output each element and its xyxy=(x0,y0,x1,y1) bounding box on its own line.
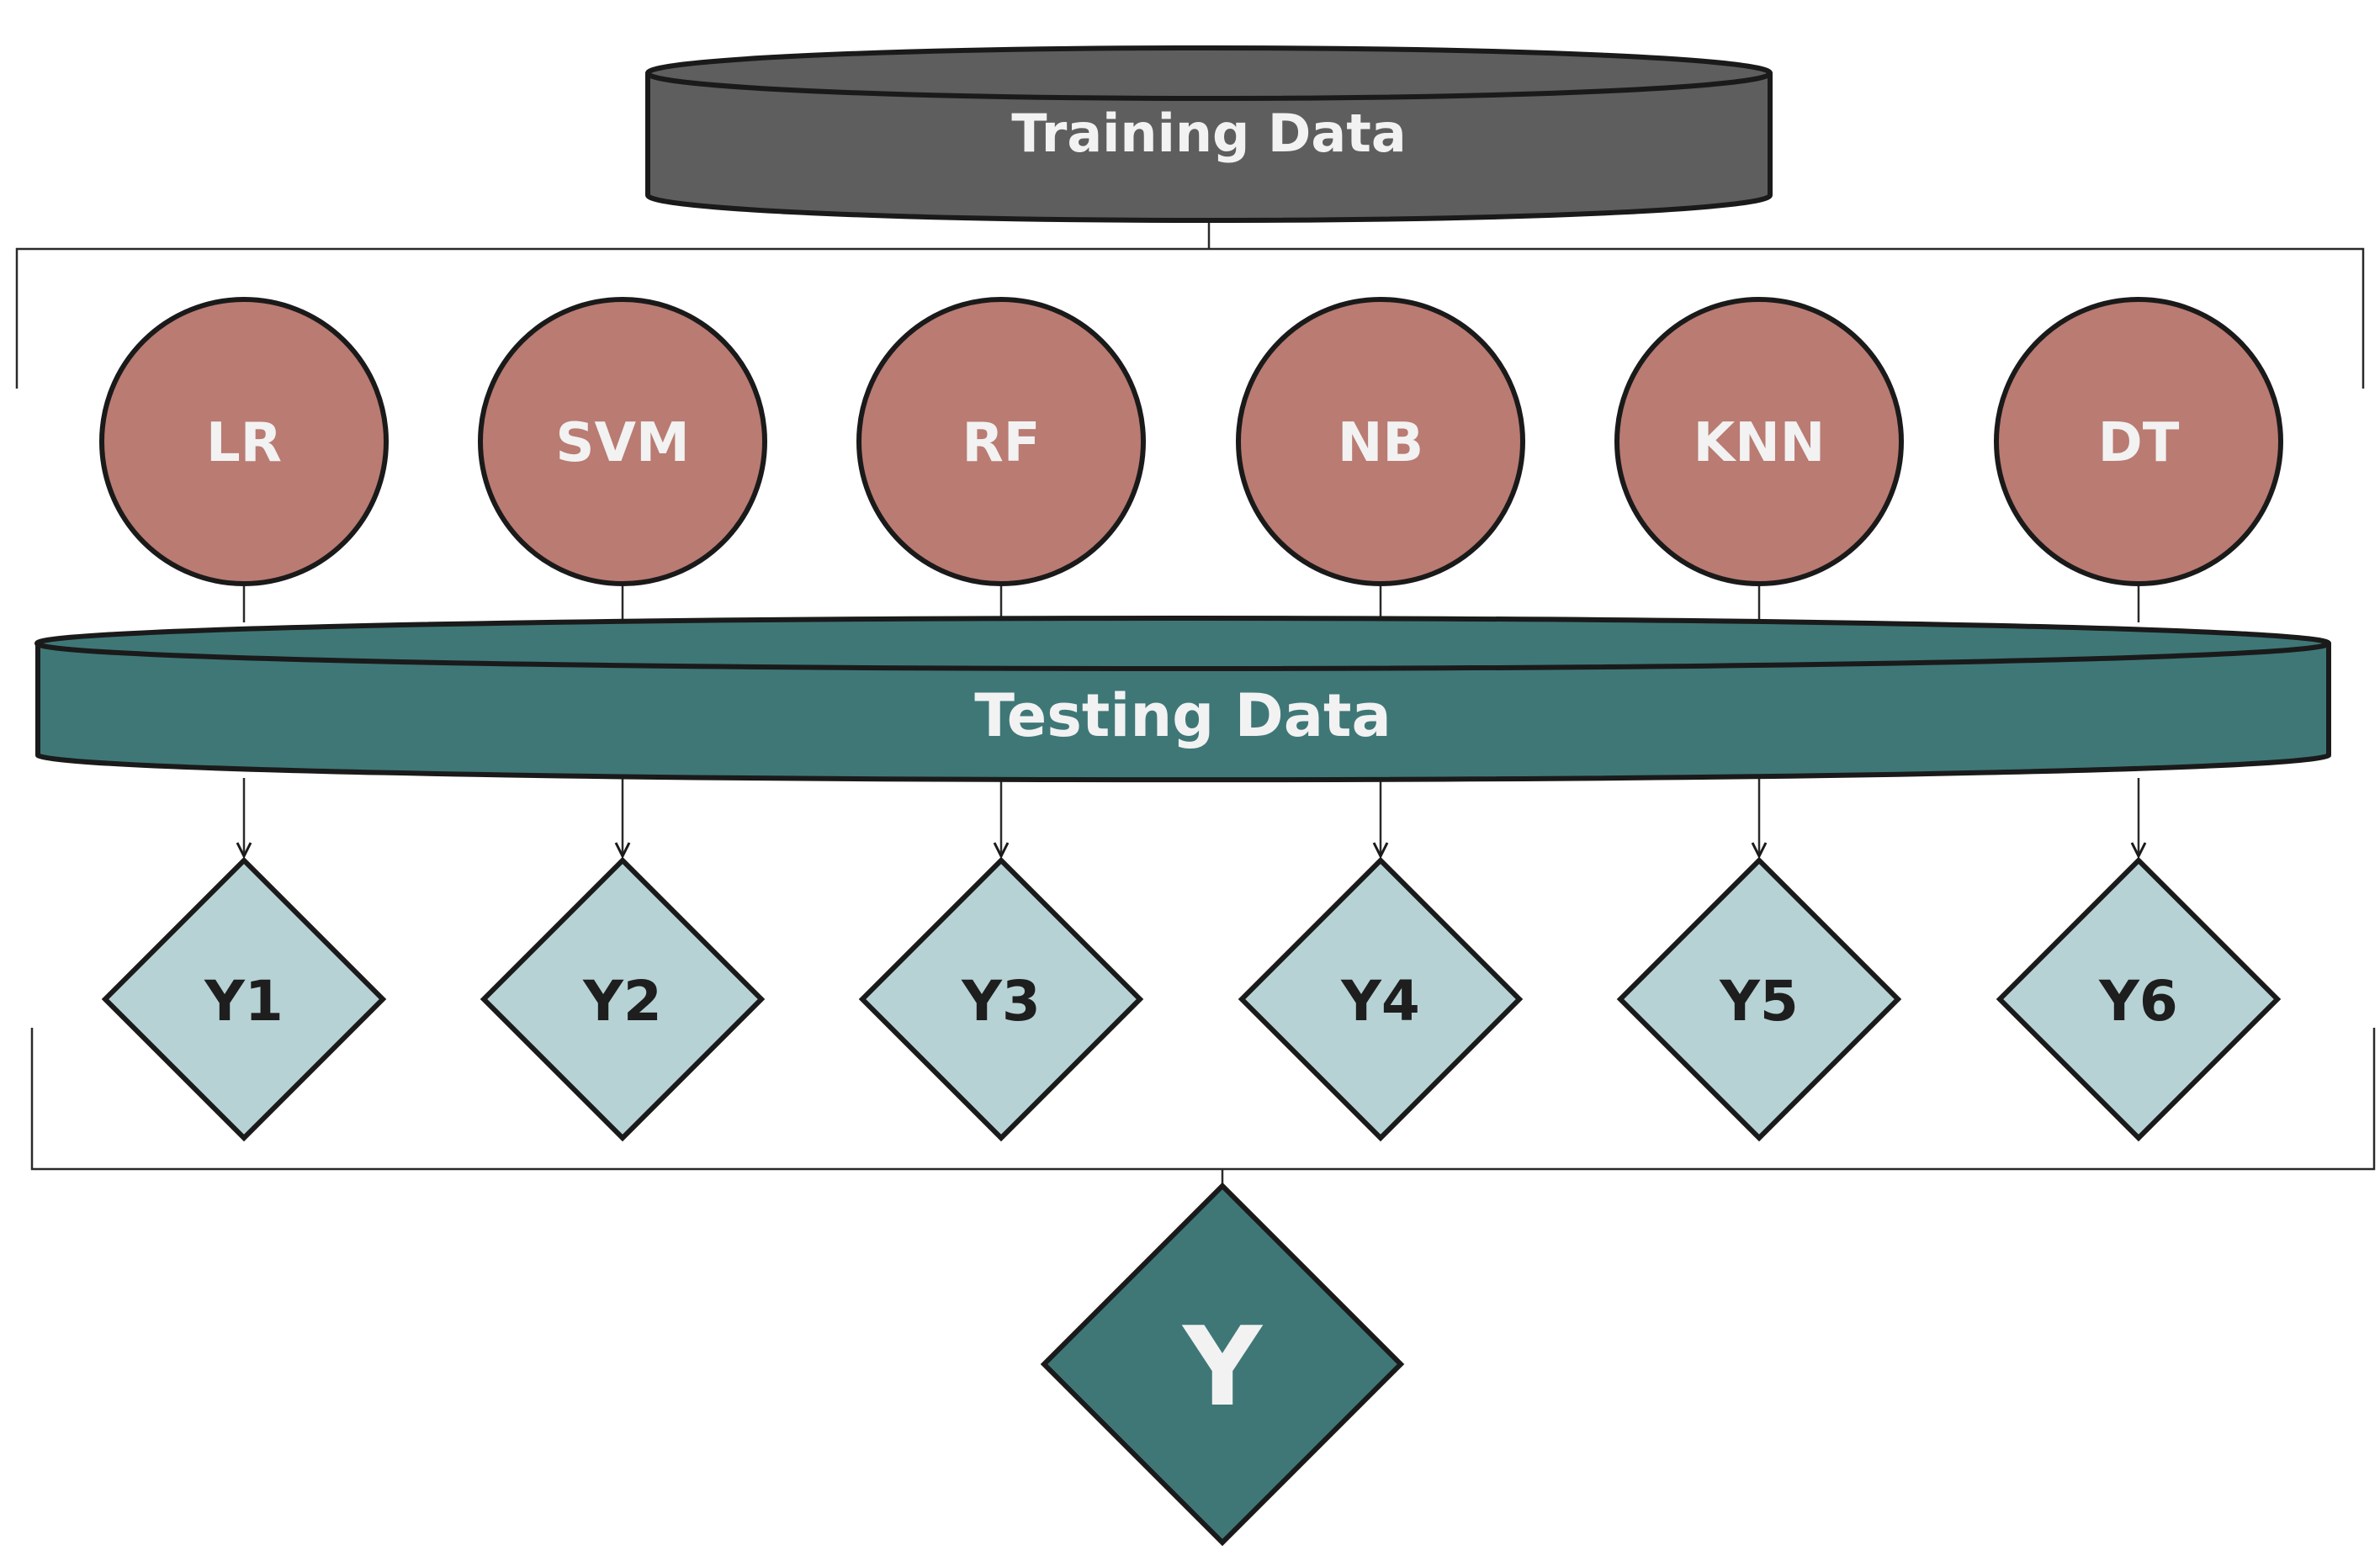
prediction-diamond xyxy=(1996,856,2282,1142)
model-dt: DT xyxy=(1994,297,2283,586)
model-label: SVM xyxy=(555,412,689,474)
prediction-bracket xyxy=(30,1028,2376,1171)
prediction-diamond xyxy=(1238,856,1524,1142)
training-bracket xyxy=(15,247,2365,389)
prediction-y3: Y3 xyxy=(858,856,1144,1142)
testing-data-label: Testing Data xyxy=(974,681,1391,750)
model-label: LR xyxy=(206,412,282,474)
model-label: RF xyxy=(962,412,1041,474)
training-data-cylinder: Training Data xyxy=(645,45,1773,223)
models: LR SVM RF NB KNN DT xyxy=(99,297,2283,586)
prediction-diamond xyxy=(1616,856,1902,1142)
training-data-label: Training Data xyxy=(1011,103,1406,164)
final-output: Y xyxy=(1040,1182,1405,1547)
final-label: Y xyxy=(1181,1303,1264,1431)
prediction-y4: Y4 xyxy=(1238,856,1524,1142)
predictions: Y1 Y2 Y3 Y4 Y5 Y6 xyxy=(101,856,2282,1142)
testing-cylinder-body xyxy=(35,641,2331,783)
prediction-diamond xyxy=(480,856,766,1142)
prediction-y2: Y2 xyxy=(480,856,766,1142)
final-diamond xyxy=(1040,1182,1405,1547)
training-cylinder-top xyxy=(645,45,1773,101)
prediction-arrows xyxy=(244,778,2139,856)
prediction-y1: Y1 xyxy=(101,856,387,1142)
prediction-y6: Y6 xyxy=(1996,856,2282,1142)
prediction-y5: Y5 xyxy=(1616,856,1902,1142)
testing-cylinder-top xyxy=(34,616,2331,671)
model-circle xyxy=(856,297,1146,586)
prediction-label: Y3 xyxy=(961,969,1041,1034)
model-label: KNN xyxy=(1694,412,1826,474)
model-circle xyxy=(1236,297,1525,586)
model-circle xyxy=(1994,297,2283,586)
prediction-label: Y2 xyxy=(582,969,662,1034)
model-nb: NB xyxy=(1236,297,1525,586)
prediction-diamond xyxy=(101,856,387,1142)
connectors xyxy=(15,220,2376,1186)
model-lr: LR xyxy=(99,297,389,586)
model-knn: KNN xyxy=(1614,297,1904,586)
model-label: NB xyxy=(1338,412,1423,474)
model-circle xyxy=(1614,297,1904,586)
model-label: DT xyxy=(2098,412,2180,474)
model-svm: SVM xyxy=(478,297,767,586)
training-cylinder-body xyxy=(645,71,1773,223)
testing-data-cylinder: Testing Data xyxy=(34,616,2331,783)
model-circle xyxy=(99,297,389,586)
model-circle xyxy=(478,297,767,586)
prediction-label: Y1 xyxy=(204,969,284,1034)
prediction-label: Y4 xyxy=(1340,969,1420,1034)
prediction-label: Y5 xyxy=(1719,969,1799,1034)
prediction-diamond xyxy=(858,856,1144,1142)
model-rf: RF xyxy=(856,297,1146,586)
prediction-label: Y6 xyxy=(2098,969,2178,1034)
